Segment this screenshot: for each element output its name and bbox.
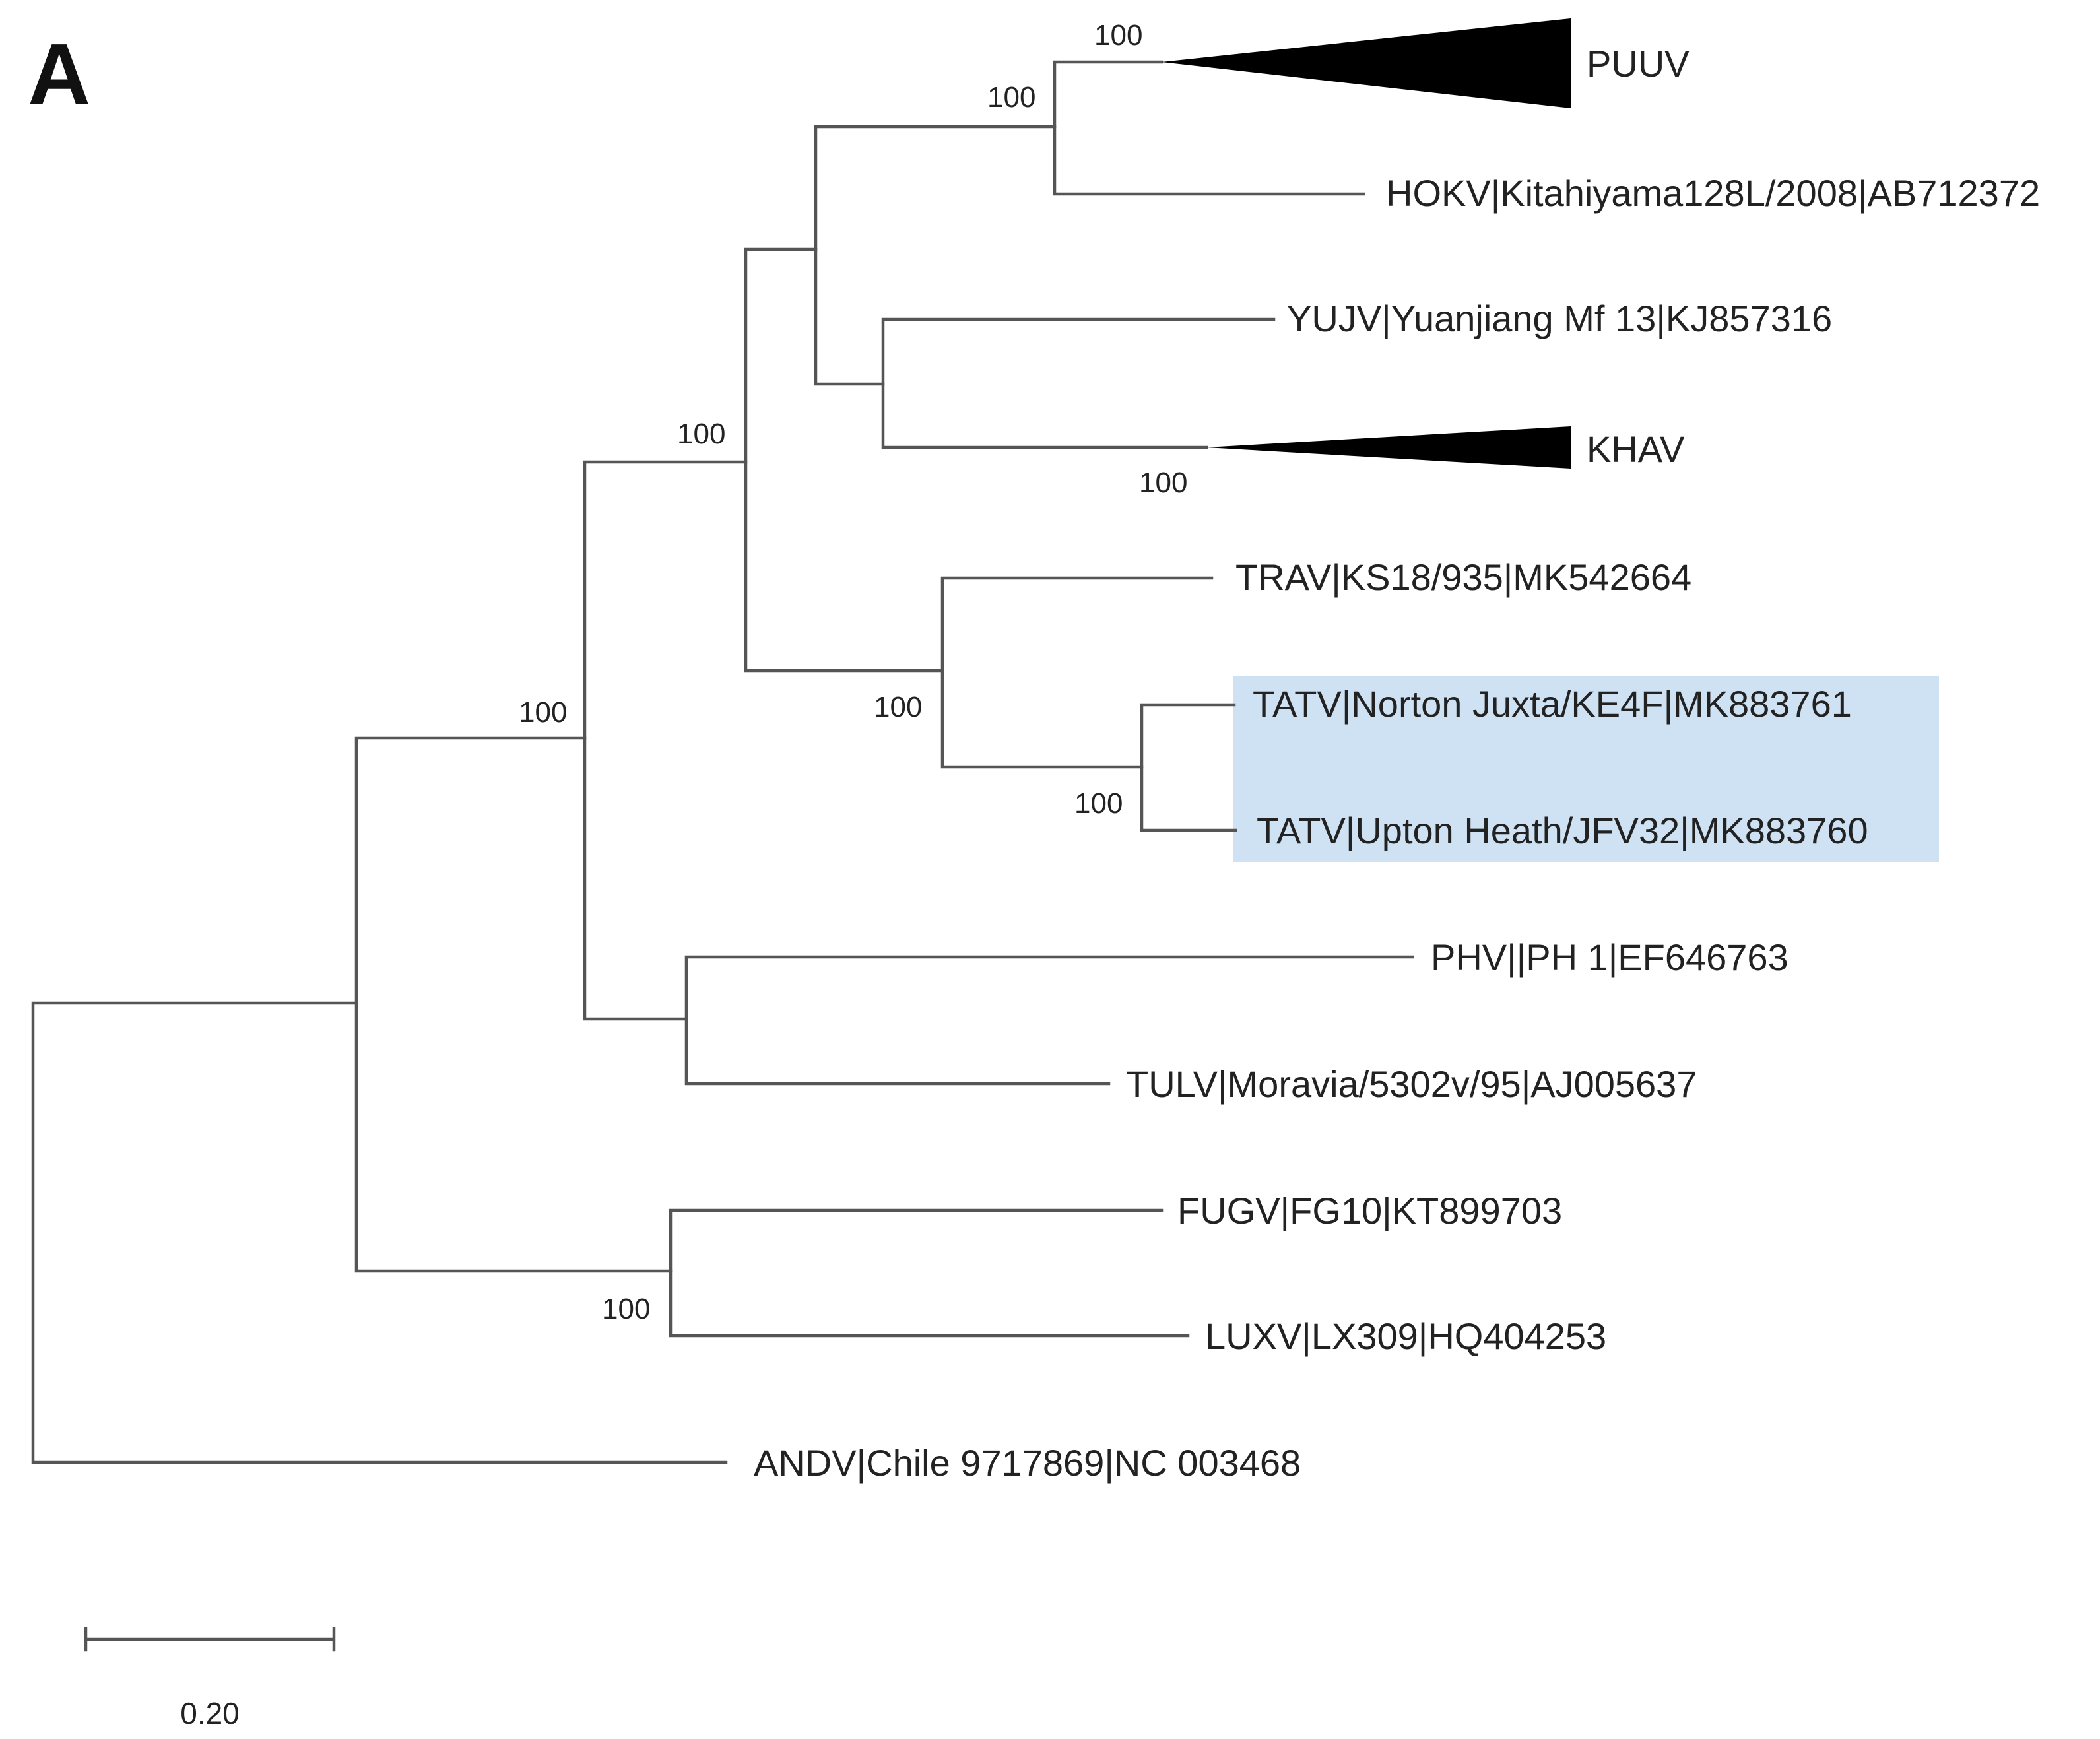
tip-label-trav: TRAV|KS18/935|MK542664 (1235, 556, 1691, 598)
tip-label-fugv: FUGV|FG10|KT899703 (1177, 1190, 1562, 1231)
branch-upper (744, 247, 944, 673)
branch-root (31, 1001, 728, 1464)
bootstrap-puuv-hokv: 100 (987, 81, 1035, 114)
tatv-highlight (1233, 676, 1939, 862)
tip-label-khav: KHAV (1587, 428, 1685, 470)
tree-branches (31, 60, 1414, 1464)
branch-phv-tulv (684, 955, 1414, 1086)
puuv-collapsed-clade (1162, 18, 1571, 108)
bootstrap-puuv-clade: 100 (1094, 19, 1142, 51)
bootstrap-khav-clade: 100 (1139, 467, 1187, 499)
branch-tatv-pair (1140, 703, 1237, 832)
panel-letter: A (28, 26, 90, 123)
branch-puuv-hokv (1053, 60, 1365, 196)
tip-label-tatv-norton: TATV|Norton Juxta/KE4F|MK883761 (1253, 683, 1852, 725)
bootstrap-core: 100 (519, 696, 567, 729)
tip-label-luxv: LUXV|LX309|HQ404253 (1205, 1315, 1606, 1357)
bootstrap-trav-tatv: 100 (874, 691, 922, 723)
branch-fugv-luxv (669, 1208, 1190, 1338)
bootstrap-fugv-luxv: 100 (602, 1293, 650, 1325)
branch-core (583, 460, 748, 1021)
tip-label-tulv: TULV|Moravia/5302v/95|AJ005637 (1126, 1063, 1697, 1105)
branch-ingroup (354, 736, 673, 1273)
branch-trav-tatv (940, 576, 1214, 769)
tip-label-yujv: YUJV|Yuanjiang Mf 13|KJ857316 (1287, 298, 1832, 339)
bootstrap-upper: 100 (677, 418, 725, 450)
tip-label-tatv-upton: TATV|Upton Heath/JFV32|MK883760 (1257, 810, 1868, 851)
bootstrap-tatv-pair: 100 (1074, 787, 1123, 820)
branch-hanta-a (814, 125, 1057, 386)
scale-bar (84, 1627, 336, 1652)
scale-bar-label: 0.20 (180, 1696, 240, 1730)
tip-label-phv: PHV||PH 1|EF646763 (1431, 936, 1788, 978)
khav-collapsed-clade (1206, 426, 1571, 469)
tip-label-puuv: PUUV (1587, 43, 1690, 84)
branch-yujv-khav (881, 317, 1276, 449)
tip-label-andv: ANDV|Chile 9717869|NC 003468 (754, 1442, 1301, 1484)
tip-label-hokv: HOKV|Kitahiyama128L/2008|AB712372 (1386, 172, 2040, 214)
